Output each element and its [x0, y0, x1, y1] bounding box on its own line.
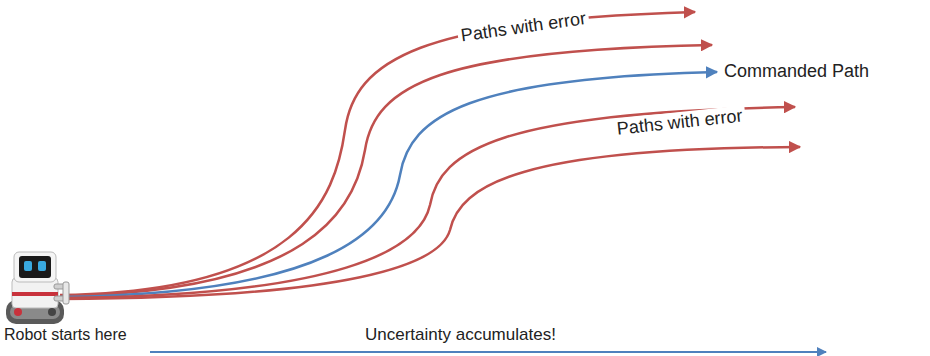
error-path: [60, 12, 695, 295]
commanded-path: [60, 72, 717, 297]
robot-accent: [12, 292, 58, 296]
error-path: [60, 147, 800, 299]
robot-lift: [63, 282, 69, 304]
robot-eye: [38, 261, 46, 271]
robot-head: [14, 252, 56, 282]
robot-eye: [24, 261, 32, 271]
robot-face: [19, 256, 51, 278]
start-label: Robot starts here: [4, 326, 127, 344]
path-label: Commanded Path: [724, 61, 869, 82]
robot-figure: [6, 252, 69, 324]
robot-wheel: [14, 308, 22, 316]
error-path: [60, 107, 795, 298]
error-path: [60, 45, 712, 296]
path-label: Paths with error: [457, 8, 591, 47]
robot-wheel: [48, 308, 56, 316]
uncertainty-arrow: [150, 351, 826, 353]
note-label: Uncertainty accumulates!: [365, 325, 556, 345]
